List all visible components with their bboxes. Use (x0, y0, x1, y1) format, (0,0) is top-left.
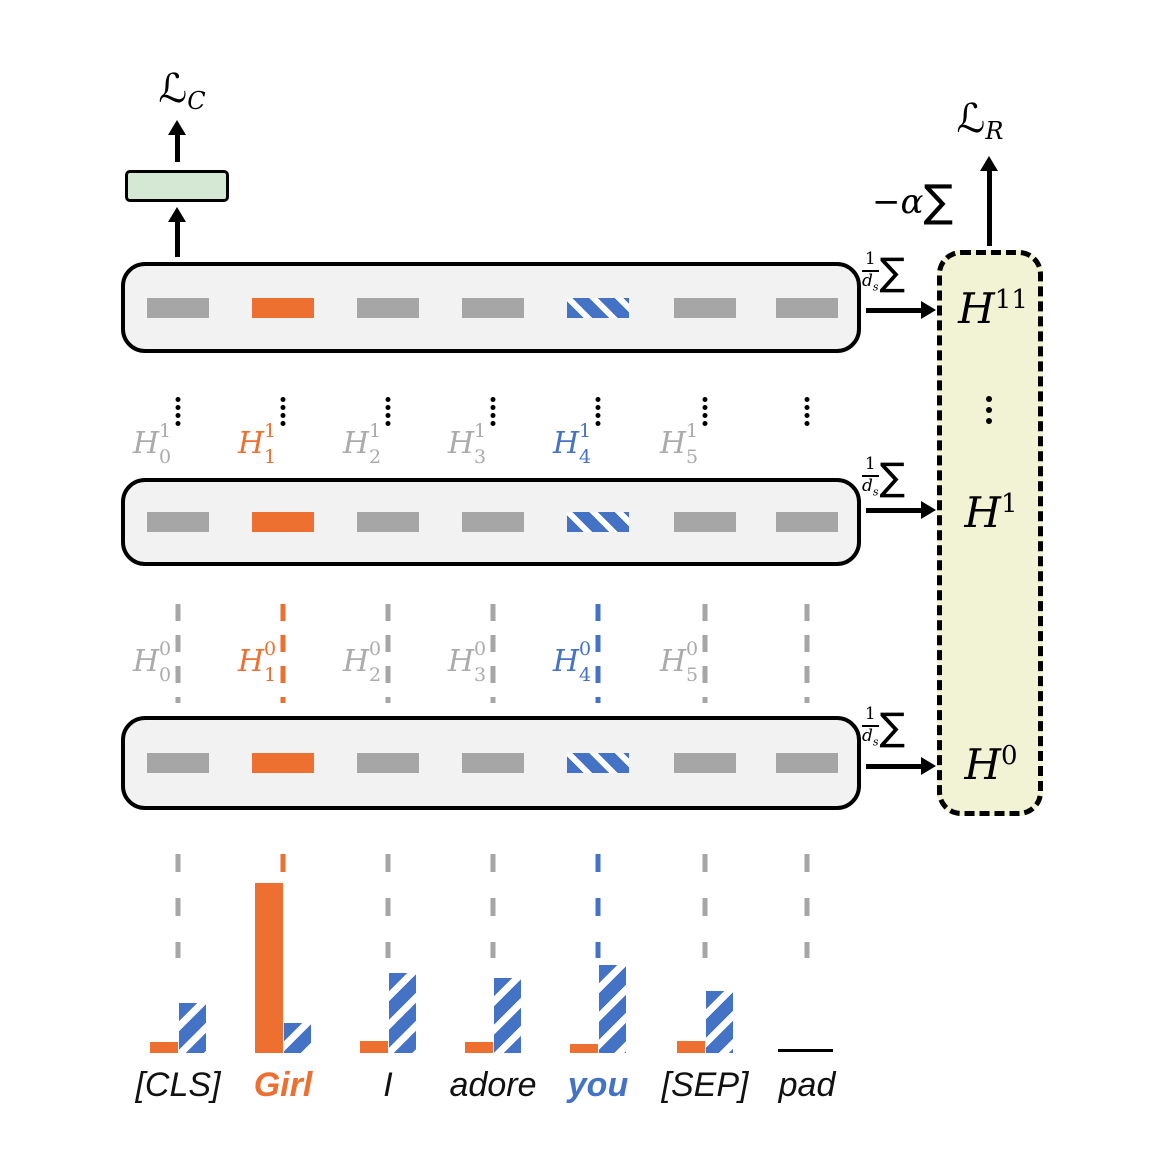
dashed-connector (385, 854, 391, 958)
importance-bar-blue (599, 965, 626, 1053)
hidden-state-bar (462, 753, 524, 773)
dashed-connector (490, 854, 496, 958)
importance-bar-orange (150, 1042, 178, 1053)
hidden-state-bar (776, 512, 838, 532)
hidden-state-bar (147, 753, 209, 773)
dashed-connector (385, 604, 391, 703)
token-label: you (567, 1066, 629, 1104)
dashed-connector (175, 854, 181, 958)
hidden-state-bar (252, 753, 314, 773)
hidden-state-bar (567, 298, 629, 318)
dashed-connector (804, 604, 810, 703)
importance-bar-blue (706, 991, 733, 1053)
dashed-connector (280, 604, 286, 703)
ellipsis-dots (490, 397, 496, 426)
importance-bar-blue (494, 978, 521, 1053)
pooled-h0-label: H0 (964, 740, 1018, 789)
hidden-state-bar (357, 753, 419, 773)
regularization-loss-label: ℒR (956, 96, 1004, 145)
token-label: Girl (253, 1066, 313, 1104)
hidden-state-bar (567, 753, 629, 773)
hidden-state-bar (674, 753, 736, 773)
arrow-to-classification-loss (168, 120, 186, 162)
dashed-connector (595, 604, 601, 703)
neg-alpha-sum-annotation: −α∑ (872, 176, 954, 228)
ellipsis-dots (385, 397, 391, 426)
classification-loss-label: ℒC (158, 66, 206, 115)
token-label: [CLS] (135, 1066, 221, 1104)
hidden-state-bar (147, 512, 209, 532)
token-label: [SEP] (661, 1066, 749, 1104)
pooled-h1-label: H1 (964, 488, 1018, 537)
dashed-connector (175, 604, 181, 703)
importance-bar-blue (389, 973, 416, 1053)
dashed-connector (804, 854, 810, 958)
dashed-connector (280, 854, 286, 876)
arrow-into-classifier (168, 207, 186, 257)
ellipsis-dots (804, 397, 810, 426)
importance-bar-blue (179, 1003, 206, 1053)
hidden-state-bar (252, 512, 314, 532)
ellipsis-dots (595, 397, 601, 426)
hidden-state-bar (776, 298, 838, 318)
hidden-state-bar (252, 298, 314, 318)
hidden-state-bar (462, 512, 524, 532)
hidden-state-bar (567, 512, 629, 532)
classifier-head-box (125, 170, 229, 202)
ellipsis-dots (702, 397, 708, 426)
panel-ellipsis-dots (986, 396, 992, 424)
ellipsis-dots (280, 397, 286, 426)
token-label: adore (449, 1066, 537, 1104)
dashed-connector (595, 854, 601, 958)
hidden-state-bar (776, 753, 838, 773)
pooled-states-panel (937, 250, 1043, 816)
dashed-connector (702, 604, 708, 703)
importance-bar-orange (255, 883, 283, 1053)
hidden-state-bar (147, 298, 209, 318)
token-label: I (383, 1066, 393, 1104)
arrow-into-panel-bottom (866, 757, 936, 775)
dashed-connector (490, 604, 496, 703)
ellipsis-dots (175, 397, 181, 426)
dashed-connector (702, 854, 708, 958)
arrow-into-panel-top (866, 301, 936, 319)
arrow-into-panel-middle (866, 501, 936, 519)
importance-bar-blue (284, 1023, 311, 1053)
importance-bar-orange (570, 1044, 598, 1053)
pooled-h11-label: H11 (958, 284, 1028, 333)
hidden-state-bar (462, 298, 524, 318)
importance-bar-orange (465, 1042, 493, 1053)
importance-bar-orange (360, 1041, 388, 1053)
hidden-state-bar (674, 512, 736, 532)
token-label: pad (778, 1066, 836, 1104)
hidden-state-bar (674, 298, 736, 318)
arrow-to-regularization-loss (980, 156, 998, 246)
hidden-state-bar (357, 512, 419, 532)
pad-underline (778, 1049, 833, 1052)
importance-bar-orange (677, 1041, 705, 1053)
hidden-state-bar (357, 298, 419, 318)
